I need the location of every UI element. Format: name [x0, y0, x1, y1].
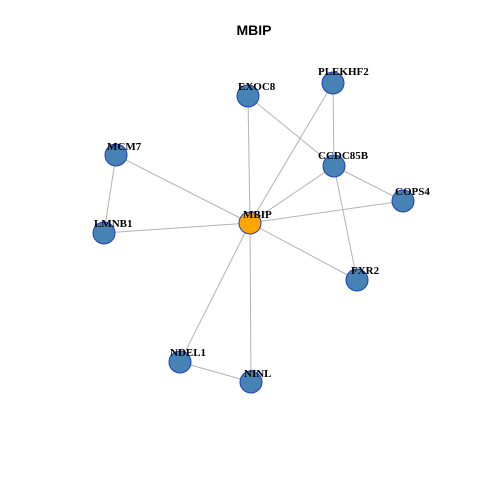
edge-mbip-mcm7 [115, 154, 251, 224]
graph-title: MBIP [237, 22, 272, 38]
node-label-lmnb1: LMNB1 [94, 218, 133, 230]
node-lmnb1 [92, 221, 116, 245]
node-label-mcm7: MCM7 [107, 141, 142, 153]
node-ndel1 [168, 350, 192, 374]
node-label-fxr2: FXR2 [351, 265, 380, 277]
edge-plekhf2-ccdc85b [332, 82, 335, 167]
edge-exoc8-ccdc85b [247, 95, 335, 167]
node-layer [92, 71, 415, 394]
edge-mbip-ninl [249, 222, 252, 383]
edge-mbip-ndel1 [179, 222, 251, 363]
node-label-mbip: MBIP [243, 209, 272, 221]
node-mcm7 [104, 143, 128, 167]
edge-mbip-fxr2 [249, 222, 358, 281]
node-mbip [238, 211, 262, 235]
node-label-ninl: NINL [244, 368, 272, 380]
node-label-ccdc85b: CCDC85B [318, 150, 369, 162]
edge-mbip-lmnb1 [103, 222, 251, 234]
edge-ccdc85b-fxr2 [333, 165, 358, 281]
node-label-plekhf2: PLEKHF2 [318, 66, 369, 78]
edge-ndel1-ninl [179, 361, 252, 383]
edge-mbip-cops4 [249, 200, 404, 224]
edge-mbip-ccdc85b [249, 165, 335, 224]
node-cops4 [391, 189, 415, 213]
edge-mbip-plekhf2 [249, 82, 334, 224]
node-plekhf2 [321, 71, 345, 95]
node-fxr2 [345, 268, 369, 292]
node-label-cops4: COPS4 [395, 186, 430, 198]
node-ninl [239, 370, 263, 394]
edge-mbip-exoc8 [247, 95, 251, 224]
node-label-exoc8: EXOC8 [238, 81, 276, 93]
node-exoc8 [236, 84, 260, 108]
node-ccdc85b [322, 154, 346, 178]
edge-layer [103, 82, 404, 383]
node-label-ndel1: NDEL1 [170, 347, 206, 359]
edge-mcm7-lmnb1 [103, 154, 117, 234]
edge-ccdc85b-cops4 [333, 165, 404, 202]
